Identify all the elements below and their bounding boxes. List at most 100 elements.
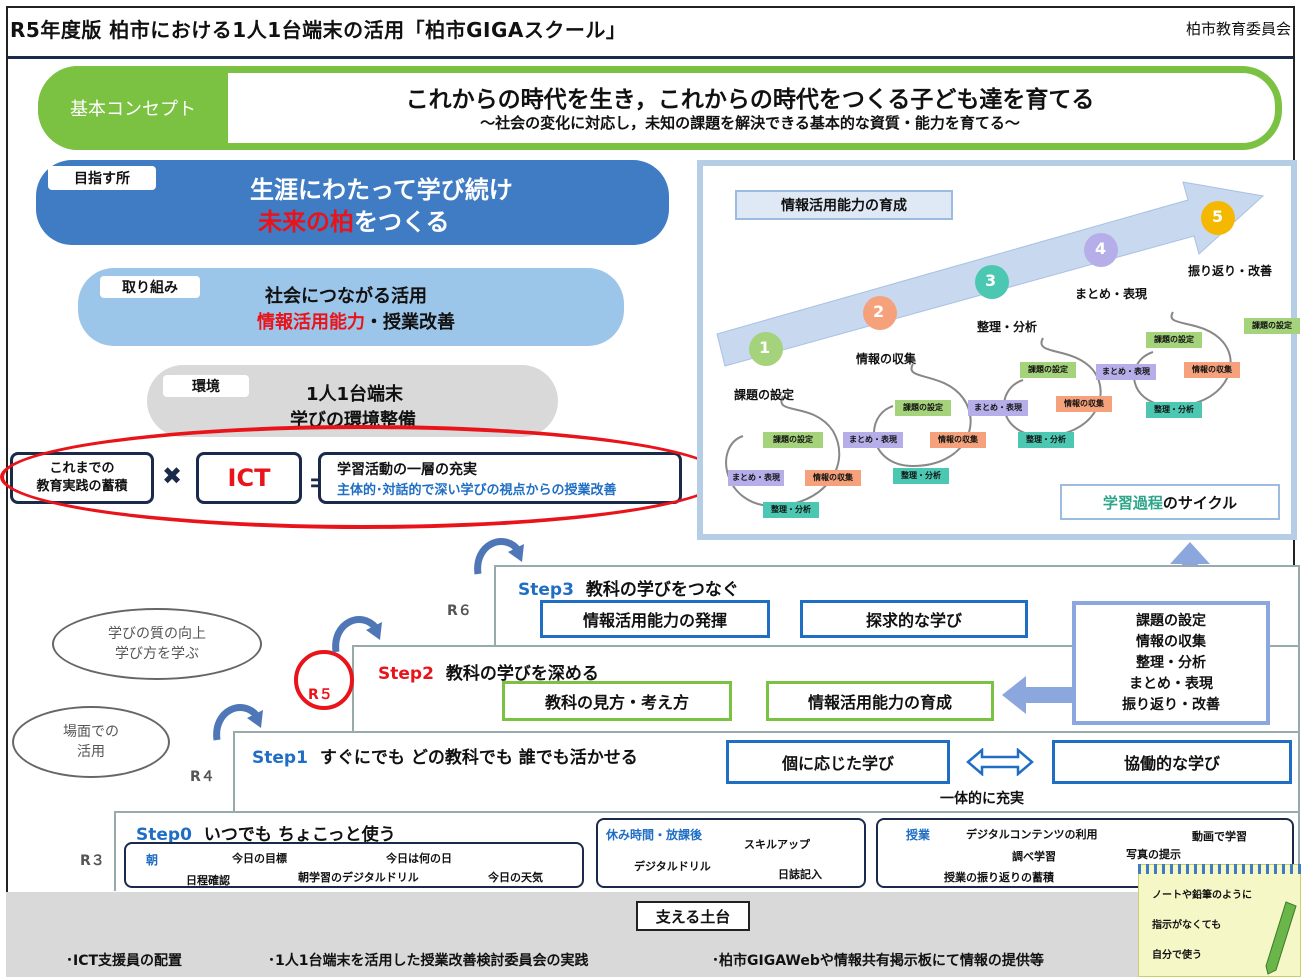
effort-line-2: 情報活用能力・授業改善 (257, 308, 455, 334)
concept-label: 基本コンセプト (38, 66, 228, 150)
step2-box-1: 教科の見方・考え方 (502, 681, 732, 721)
effort-line-1: 社会につながる活用 (265, 286, 427, 307)
chip-express-4: まとめ・表現 (1096, 364, 1156, 380)
step2-box-2: 情報活用能力の育成 (766, 681, 994, 721)
cycle-footer: 学習過程のサイクル (1060, 484, 1280, 520)
goal-line-2-rest: をつくる (354, 208, 450, 236)
step1-heading: Step1 すぐにでも どの教科でも 誰でも活かせる (252, 743, 638, 768)
class-item-4: 写真の提示 (1126, 848, 1181, 861)
step2-desc: 教科の学びを深める (445, 664, 599, 684)
concept-main-text: これからの時代を生き，これからの時代をつくる子ども達を育てる (405, 87, 1095, 113)
process-item-2: 情報の収集 (1136, 634, 1206, 650)
foundation-item-1: ･ICT支援員の配置 (66, 953, 183, 969)
cycle-footer-rest: のサイクル (1162, 493, 1238, 512)
process-item-4: まとめ・表現 (1129, 676, 1213, 692)
stage-label-3: 整理・分析 (977, 320, 1038, 334)
step1-box-1: 個に応じた学び (726, 740, 950, 784)
year-label-r5: R５ (308, 687, 333, 703)
class-item-3: 調べ学習 (1012, 850, 1056, 863)
chip-analyze-4: 整理・分析 (1146, 402, 1202, 418)
year-label-r3: R３ (80, 853, 105, 869)
chip-set-2: 課題の設定 (895, 400, 951, 416)
stage-number-5: 5 (1212, 207, 1224, 226)
goal-tag: 目指す所 (48, 166, 156, 190)
header-divider (8, 56, 1293, 59)
step0-heading: Step0 いつでも ちょこっと使う (136, 820, 396, 845)
pencil-icon (1265, 901, 1297, 975)
chip-set-1: 課題の設定 (763, 432, 823, 448)
morning-group (124, 842, 584, 888)
goal-highlight: 未来の柏 (258, 208, 354, 236)
class-item-5: 授業の振り返りの蓄積 (944, 871, 1054, 884)
environment-line-1: 1人1台端末 (306, 384, 404, 405)
concept-banner (38, 66, 1282, 150)
step0-name: Step0 (136, 825, 192, 845)
chip-analyze-1: 整理・分析 (763, 502, 819, 518)
curve-arrow-icon (332, 616, 382, 653)
effort-line-2-rest: ・授業改善 (365, 312, 455, 333)
class-item-1: デジタルコンテンツの利用 (966, 828, 1098, 841)
step1-desc: すぐにでも どの教科でも 誰でも活かせる (319, 748, 638, 768)
effort-tag: 取り組み (100, 276, 200, 298)
quality-bubble-line-2: 学び方を学ぶ (115, 646, 199, 662)
foundation-item-3: ･柏市GIGAWebや情報共有掲示板にて情報の提供等 (712, 953, 1044, 969)
chip-analyze-2: 整理・分析 (893, 468, 949, 484)
highlight-ellipse (0, 425, 725, 529)
step2-heading: Step2 教科の学びを深める (378, 659, 599, 684)
step1-name: Step1 (252, 748, 308, 768)
process-item-1: 課題の設定 (1136, 613, 1206, 629)
chip-express-2: まとめ・表現 (728, 470, 784, 486)
step1-box-2: 協働的な学び (1052, 740, 1292, 784)
stage-number-4: 4 (1095, 239, 1107, 258)
chip-collect-3: 情報の収集 (1056, 396, 1112, 412)
class-title: 授業 (906, 828, 931, 842)
morning-item-5: 今日の天気 (488, 871, 543, 884)
process-item-5: 振り返り・改善 (1122, 697, 1220, 713)
stage-circle-2 (863, 296, 897, 330)
chip-express-3: まとめ・表現 (968, 400, 1028, 416)
scene-bubble-line-1: 場面での (63, 723, 119, 740)
year-label-r6: R６ (447, 603, 472, 619)
morning-title: 朝 (146, 853, 159, 867)
stage-label-4: まとめ・表現 (1075, 287, 1148, 301)
stage-number-3: 3 (985, 271, 997, 290)
foundation-title: 支える土台 (636, 901, 750, 931)
stage-label-5: 振り返り・改善 (1188, 264, 1273, 278)
process-list: 課題の設定 情報の収集 整理・分析 まとめ・表現 振り返り・改善 (1072, 601, 1270, 725)
effort-highlight: 情報活用能力 (257, 312, 365, 333)
step2-name: Step2 (378, 664, 434, 684)
break-item-3: 日誌記入 (778, 868, 822, 881)
foundation-item-2: ･1人1台端末を活用した授業改善検討委員会の実践 (268, 953, 589, 969)
stage-circle-3 (975, 265, 1009, 299)
chip-collect-2: 情報の収集 (805, 470, 861, 486)
chip-set-5: 課題の設定 (1244, 318, 1300, 334)
chip-analyze-3: 整理・分析 (1018, 432, 1074, 448)
left-arrow-icon (1002, 676, 1074, 714)
chip-set-3: 課題の設定 (1020, 362, 1076, 378)
step0-desc: いつでも ちょこっと使う (203, 825, 396, 845)
morning-item-1: 今日の目標 (232, 852, 287, 865)
stage-circle-1 (749, 332, 783, 366)
goal-line-2: 未来の柏をつくる (258, 202, 450, 237)
break-title: 休み時間・放課後 (606, 828, 703, 842)
cycle-diagram (716, 181, 1265, 508)
environment-tag: 環境 (163, 375, 249, 397)
step3-desc: 教科の学びをつなぐ (585, 580, 739, 600)
curve-arrow-icon (474, 538, 524, 575)
break-item-1: スキルアップ (744, 838, 810, 851)
double-arrow-icon (966, 748, 1034, 776)
cycle-title: 情報活用能力の育成 (735, 190, 953, 220)
notepad-line-2: 指示がなくても (1152, 920, 1222, 931)
notepad-line-1: ノートや鉛筆のように (1152, 890, 1252, 901)
morning-item-4: 朝学習のデジタルドリル (298, 871, 419, 884)
organization-name: 柏市教育委員会 (1185, 20, 1291, 38)
integrated-note: 一体的に充実 (940, 791, 1024, 807)
stage-number-1: 1 (759, 338, 771, 357)
chip-collect-1: 情報の収集 (930, 432, 986, 448)
morning-item-3: 日程確認 (186, 874, 230, 887)
step3-box-2: 探求的な学び (800, 600, 1028, 638)
stage-circles (749, 201, 1235, 366)
stage-circle-4 (1084, 233, 1118, 267)
chip-collect-4: 情報の収集 (1184, 362, 1240, 378)
